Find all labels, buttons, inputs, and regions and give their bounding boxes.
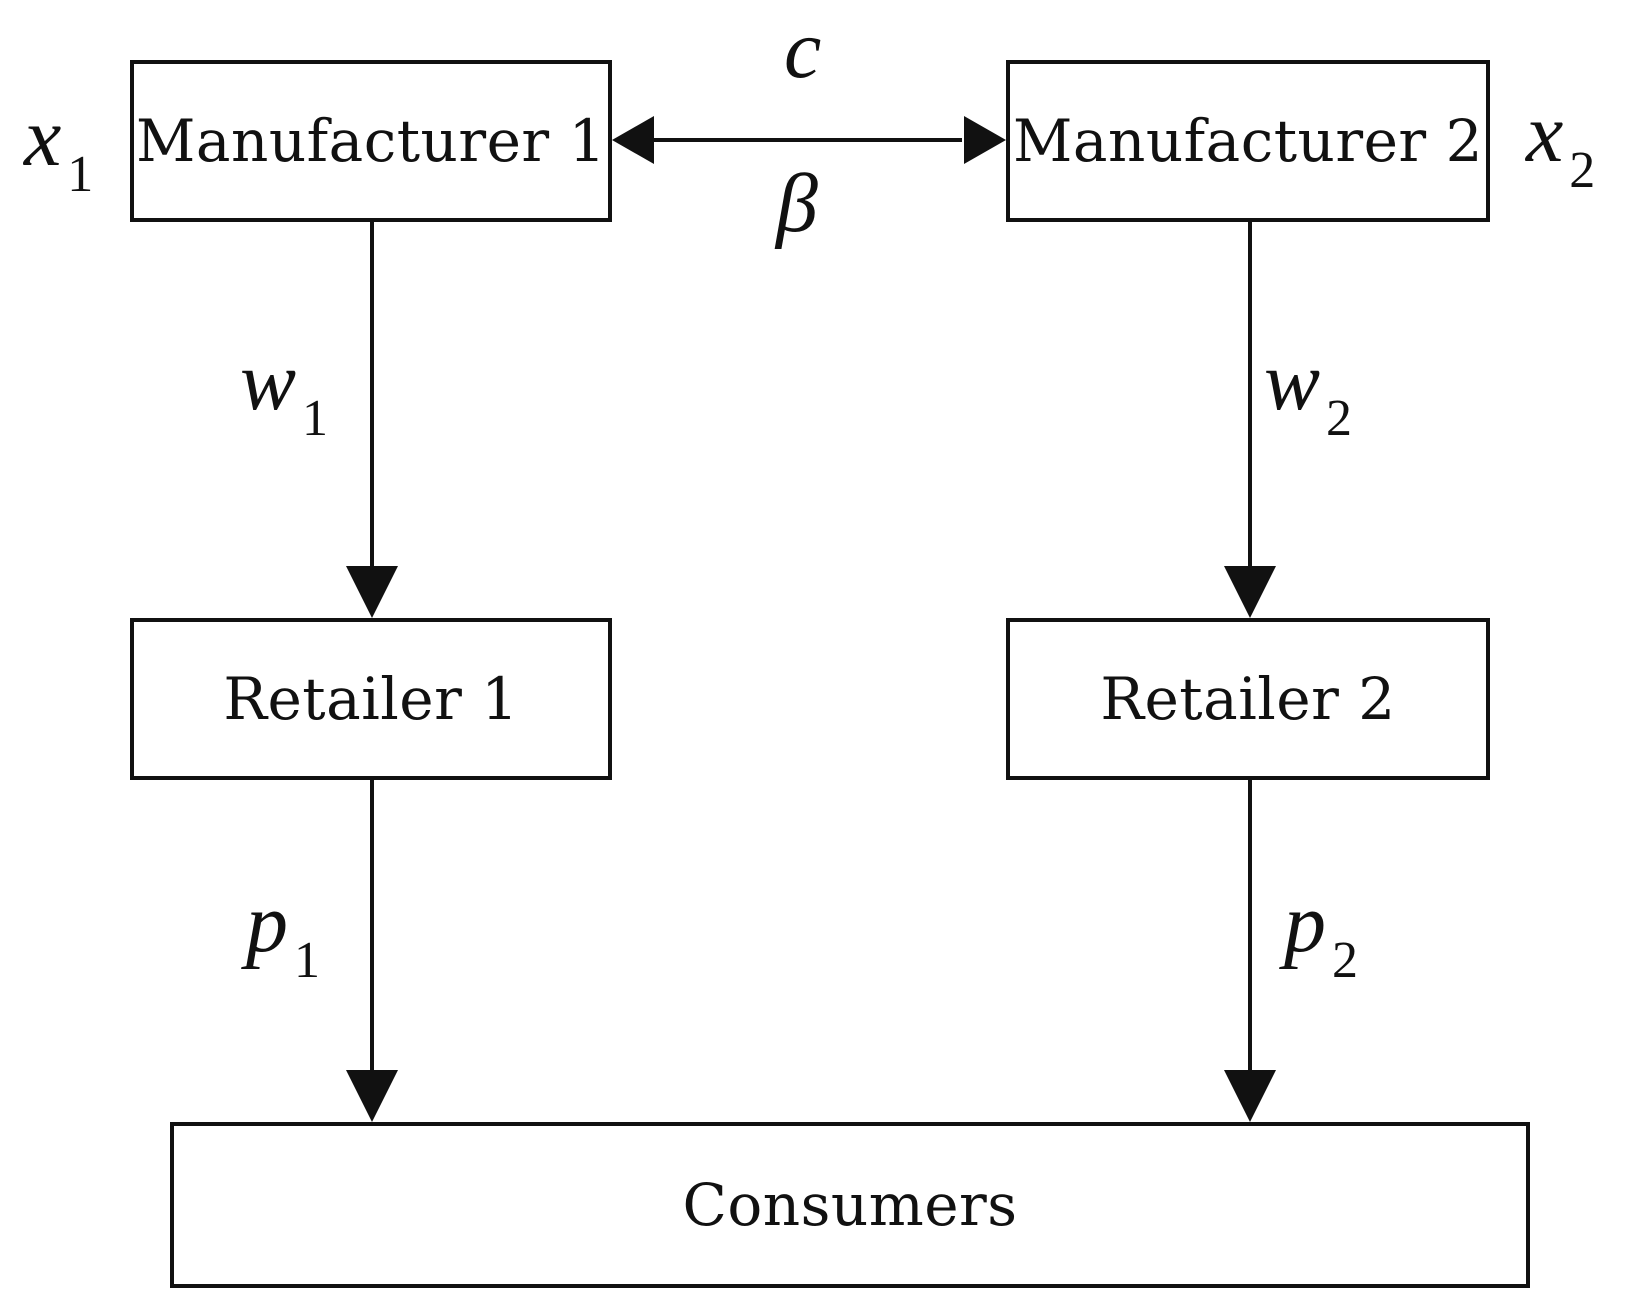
arrowhead-consumers-left [346, 1070, 398, 1122]
retailer-1-node: Retailer 1 [130, 618, 612, 780]
retailer-2-label: Retailer 2 [1100, 665, 1396, 733]
consumers-node: Consumers [170, 1122, 1530, 1288]
manufacturer-2-node: Manufacturer 2 [1006, 60, 1490, 222]
arrowhead-left [612, 116, 654, 164]
variable-beta: β [776, 157, 818, 250]
manufacturer-2-label: Manufacturer 2 [1013, 107, 1483, 175]
arrowhead-consumers-right [1224, 1070, 1276, 1122]
retailer-2-node: Retailer 2 [1006, 618, 1490, 780]
retailer-1-label: Retailer 1 [223, 665, 519, 733]
arrowhead-right [964, 116, 1006, 164]
arrowhead-retailer1 [346, 566, 398, 618]
manufacturer-1-label: Manufacturer 1 [136, 107, 606, 175]
manufacturer-1-node: Manufacturer 1 [130, 60, 612, 222]
consumers-label: Consumers [682, 1171, 1018, 1239]
variable-c: c [784, 3, 822, 96]
arrowhead-retailer2 [1224, 566, 1276, 618]
